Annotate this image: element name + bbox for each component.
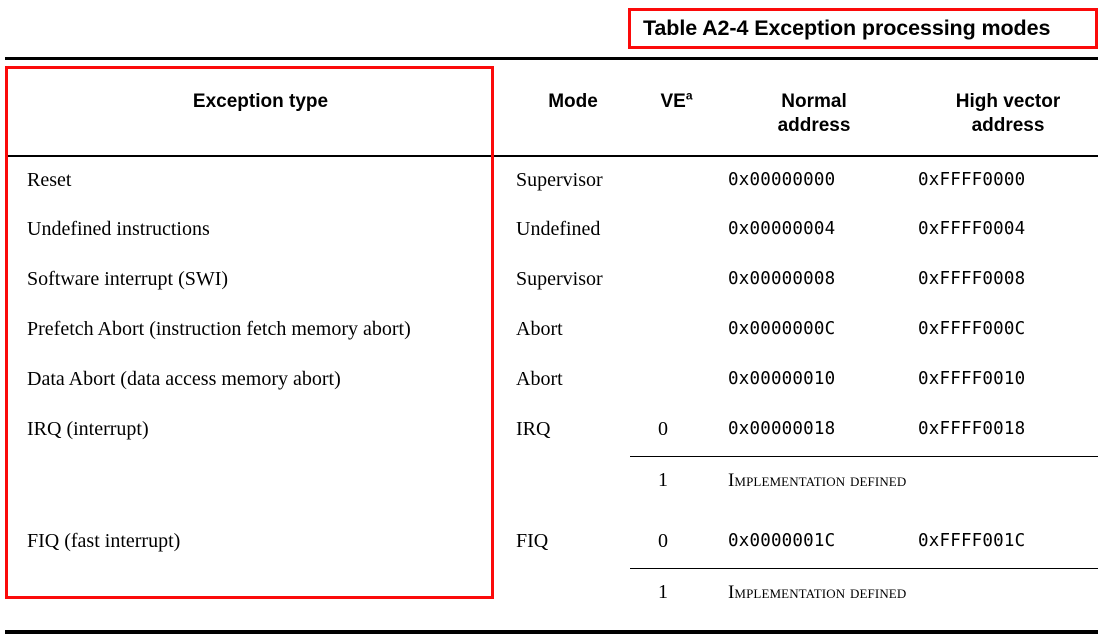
table-body: Exception type Mode VEa Normal address Hi…: [5, 60, 1098, 630]
table-row: Software interrupt (SWI) Supervisor 0x00…: [5, 256, 1098, 306]
cell-ve: 1: [658, 580, 668, 603]
table-bottom-rule: [5, 630, 1098, 634]
column-header-normal-address: Normal address: [706, 60, 900, 157]
column-header-high-vector-address: High vector address: [900, 60, 1098, 157]
sub-row: 1 Implementation defined: [630, 568, 1098, 618]
table-row: Undefined instructions Undefined 0x00000…: [5, 206, 1098, 256]
table-header-row: Exception type Mode VEa Normal address Hi…: [5, 60, 1098, 157]
cell-ve: [630, 206, 706, 256]
column-header-exception-type: Exception type: [5, 60, 494, 157]
cell-ve: [630, 306, 706, 356]
cell-mode: IRQ: [516, 418, 551, 440]
cell-mode: Abort: [516, 318, 563, 340]
cell-ve: [630, 356, 706, 406]
table-caption-highlight-box: Table A2-4 Exception processing modes: [628, 8, 1098, 49]
column-header-high-vector-line1: High vector: [955, 91, 1061, 112]
cell-normal-address: 0x00000000: [728, 170, 836, 190]
cell-mode: Supervisor: [516, 169, 603, 191]
cell-normal-address: 0x00000004: [728, 219, 836, 239]
cell-exception-type: Data Abort (data access memory abort): [27, 368, 341, 390]
column-header-mode: Mode: [494, 60, 630, 157]
cell-normal-address: 0x00000010: [728, 369, 836, 389]
cell-normal-address: 0x0000001C: [706, 518, 900, 569]
table-row: IRQ (interrupt) IRQ 0 0x00000018 0xFFFF0…: [5, 406, 1098, 518]
cell-normal-address: 0x00000018: [706, 406, 900, 457]
column-header-ve: VEa: [630, 60, 706, 157]
cell-exception-type: FIQ (fast interrupt): [27, 530, 181, 552]
cell-exception-type: Reset: [27, 169, 72, 191]
column-header-ve-label: VE: [660, 91, 686, 112]
cell-mode: Abort: [516, 368, 563, 390]
cell-high-vector-address: 0xFFFF0000: [918, 170, 1026, 190]
cell-exception-type: Undefined instructions: [27, 218, 210, 240]
cell-mode: Undefined: [516, 218, 601, 240]
sub-table: 0 0x00000018 0xFFFF0018 1 Implementation…: [630, 406, 1098, 506]
cell-high-vector-address: 0xFFFF000C: [918, 319, 1026, 339]
cell-mode: FIQ: [516, 530, 549, 552]
column-header-normal-address-line1: Normal: [781, 91, 847, 112]
sub-row: 1 Implementation defined: [630, 456, 1098, 506]
exception-processing-modes-table: Exception type Mode VEa Normal address Hi…: [5, 57, 1098, 634]
table-row: Data Abort (data access memory abort) Ab…: [5, 356, 1098, 406]
cell-ve-address-group: 0 0x00000018 0xFFFF0018 1 Implementation…: [630, 406, 1098, 518]
cell-high-vector-address: 0xFFFF0018: [900, 406, 1098, 457]
cell-ve: [630, 256, 706, 306]
table-row: Prefetch Abort (instruction fetch memory…: [5, 306, 1098, 356]
cell-high-vector-address: 0xFFFF0010: [918, 369, 1026, 389]
cell-implementation-defined: Implementation defined: [728, 469, 907, 491]
table-top-rule: [5, 57, 1098, 60]
cell-exception-type: Prefetch Abort (instruction fetch memory…: [27, 318, 411, 340]
cell-normal-address: 0x00000008: [728, 269, 836, 289]
cell-ve: [630, 156, 706, 206]
sub-row: 0 0x0000001C 0xFFFF001C: [630, 518, 1098, 569]
cell-high-vector-address: 0xFFFF001C: [900, 518, 1098, 569]
cell-normal-address: 0x0000000C: [728, 319, 836, 339]
cell-exception-type: Software interrupt (SWI): [27, 268, 229, 290]
column-header-normal-address-line2: address: [777, 115, 851, 136]
cell-high-vector-address: 0xFFFF0008: [918, 269, 1026, 289]
column-header-high-vector-line2: address: [971, 115, 1045, 136]
cell-ve: 0: [630, 518, 706, 569]
table-caption: Table A2-4 Exception processing modes: [643, 16, 1051, 40]
sub-row: 0 0x00000018 0xFFFF0018: [630, 406, 1098, 457]
cell-high-vector-address: 0xFFFF0004: [918, 219, 1026, 239]
table-row: Reset Supervisor 0x00000000 0xFFFF0000: [5, 156, 1098, 206]
cell-implementation-defined: Implementation defined: [728, 581, 907, 603]
cell-ve: 0: [630, 406, 706, 457]
cell-exception-type: IRQ (interrupt): [27, 418, 149, 440]
footnote-marker-a: a: [685, 88, 693, 103]
cell-mode: Supervisor: [516, 268, 603, 290]
cell-ve-address-group: 0 0x0000001C 0xFFFF001C 1 Implementation…: [630, 518, 1098, 630]
table-row: FIQ (fast interrupt) FIQ 0 0x0000001C 0x…: [5, 518, 1098, 630]
sub-table: 0 0x0000001C 0xFFFF001C 1 Implementation…: [630, 518, 1098, 618]
cell-ve: 1: [658, 468, 668, 491]
